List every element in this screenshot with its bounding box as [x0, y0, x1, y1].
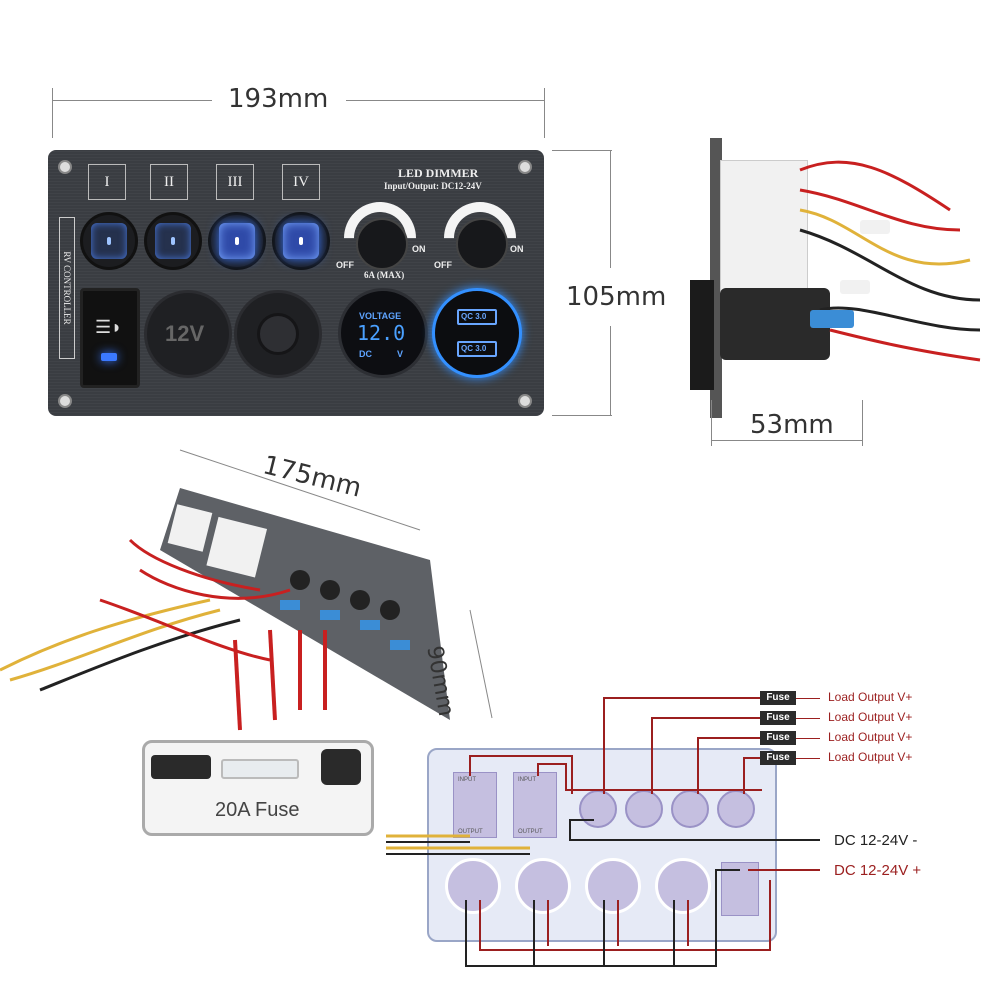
- rear-view-wiring: [0, 449, 493, 731]
- fuse-cap-icon: [321, 749, 361, 785]
- voltmeter-title: VOLTAGE: [359, 311, 402, 321]
- dimmer-knob-2[interactable]: [456, 218, 508, 270]
- usb-label-2: QC 3.0: [461, 344, 487, 353]
- screw-bottom-right: [518, 394, 532, 408]
- dc-negative-label: DC 12-24V -: [834, 832, 918, 849]
- screw-top-left: [58, 160, 72, 174]
- usb-qc-charger[interactable]: QC 3.0 QC 3.0: [432, 288, 522, 378]
- dc-positive-label: DC 12-24V +: [834, 862, 922, 879]
- rocker-switch-1[interactable]: [80, 212, 138, 270]
- bottom-terminal-4: [655, 858, 711, 914]
- headlight-icon: ☰◗: [95, 317, 123, 337]
- height-dimension: 105mm: [566, 282, 667, 312]
- height-dim-top-tick: [552, 150, 612, 151]
- voltmeter-display: VOLTAGE 12.0 DC V: [338, 288, 428, 378]
- fuse-tag-4: Fuse: [760, 751, 796, 765]
- depth-dim-line: [711, 440, 862, 441]
- fuse-tag-1: Fuse: [760, 691, 796, 705]
- screw-top-right: [518, 160, 532, 174]
- knob1-off-label: OFF: [336, 260, 354, 270]
- voltmeter-reading: 12.0: [357, 321, 406, 345]
- dimmer-module-a: INPUT OUTPUT: [453, 772, 497, 838]
- panel-side-view: [690, 130, 990, 420]
- fuse-tag-2: Fuse: [760, 711, 796, 725]
- voltmeter-v: V: [397, 349, 404, 359]
- knob2-off-label: OFF: [434, 260, 452, 270]
- rocker-switch-3[interactable]: [208, 212, 266, 270]
- width-dim-left-tick: [52, 88, 53, 138]
- terminal-1: [579, 790, 617, 828]
- dimmer-module-b: INPUT OUTPUT: [513, 772, 557, 838]
- module-a-input: INPUT: [458, 777, 476, 783]
- dimmer-io-label: Input/Output: DC12-24V: [384, 181, 482, 191]
- height-dim-line-top: [610, 150, 611, 268]
- switch-label-1: I: [88, 164, 126, 200]
- bottom-terminal-2: [515, 858, 571, 914]
- dimmer-rating: 6A (MAX): [364, 270, 405, 280]
- usb-label-1: QC 3.0: [461, 312, 487, 321]
- height-dim-bottom-tick: [552, 415, 612, 416]
- load-output-4: Load Output V+: [828, 750, 913, 764]
- dimmer-module: [720, 160, 808, 310]
- main-switch-block: [721, 862, 759, 916]
- module-a-output: OUTPUT: [458, 829, 483, 835]
- depth-dim-left-tick: [711, 400, 712, 446]
- module-b-input: INPUT: [518, 777, 536, 783]
- width-dim-line-right: [346, 100, 544, 101]
- load-output-2: Load Output V+: [828, 710, 913, 724]
- switch-label-4: IV: [282, 164, 320, 200]
- rocker-switch-2[interactable]: [144, 212, 202, 270]
- socket-hole: [257, 313, 299, 355]
- fuse-holder-icon: [151, 755, 211, 779]
- dimmer-title: LED DIMMER: [398, 166, 479, 180]
- load-line-2: [796, 718, 820, 719]
- rear-switch: [690, 280, 714, 390]
- switch-label-2: II: [150, 164, 188, 200]
- switch-label-3: III: [216, 164, 254, 200]
- socket-label: 12V: [165, 321, 205, 346]
- knob1-on-label: ON: [412, 244, 426, 254]
- load-output-3: Load Output V+: [828, 730, 913, 744]
- height-dim-line-bottom: [610, 326, 611, 415]
- width-dim-right-tick: [544, 88, 545, 138]
- power-socket-cap[interactable]: 12V: [144, 290, 232, 378]
- load-line-4: [796, 758, 820, 759]
- fuse-label: 20A Fuse: [215, 799, 300, 821]
- voltmeter-dc: DC: [359, 349, 372, 359]
- headlight-led: [101, 353, 117, 361]
- width-dimension: 193mm: [228, 84, 329, 114]
- dimmer-knob-1[interactable]: [356, 218, 408, 270]
- usb-port-2[interactable]: QC 3.0: [457, 341, 497, 357]
- knob2-on-label: ON: [510, 244, 524, 254]
- terminal-2: [625, 790, 663, 828]
- width-dim-line-left: [52, 100, 212, 101]
- switch-panel-front: RV CONTROLLER I II III IV LED DIMMER Inp…: [48, 150, 544, 416]
- terminal-3: [671, 790, 709, 828]
- depth-dim-right-tick: [862, 400, 863, 446]
- wiring-diagram: INPUT OUTPUT INPUT OUTPUT: [427, 748, 777, 942]
- fuse-callout: 20A Fuse: [142, 740, 374, 836]
- load-output-1: Load Output V+: [828, 690, 913, 704]
- side-wires: [799, 160, 981, 362]
- screw-bottom-left: [58, 394, 72, 408]
- bottom-terminal-1: [445, 858, 501, 914]
- headlight-rocker-switch[interactable]: ☰◗: [80, 288, 140, 388]
- rocker-switch-4[interactable]: [272, 212, 330, 270]
- side-label: RV CONTROLLER: [59, 217, 75, 359]
- load-line-1: [796, 698, 820, 699]
- cigarette-socket-open[interactable]: [234, 290, 322, 378]
- bottom-terminal-3: [585, 858, 641, 914]
- usb-port-1[interactable]: QC 3.0: [457, 309, 497, 325]
- glass-fuse-icon: [221, 759, 299, 779]
- terminal-4: [717, 790, 755, 828]
- load-line-3: [796, 738, 820, 739]
- module-b-output: OUTPUT: [518, 829, 543, 835]
- fuse-tag-3: Fuse: [760, 731, 796, 745]
- depth-dimension: 53mm: [746, 410, 838, 440]
